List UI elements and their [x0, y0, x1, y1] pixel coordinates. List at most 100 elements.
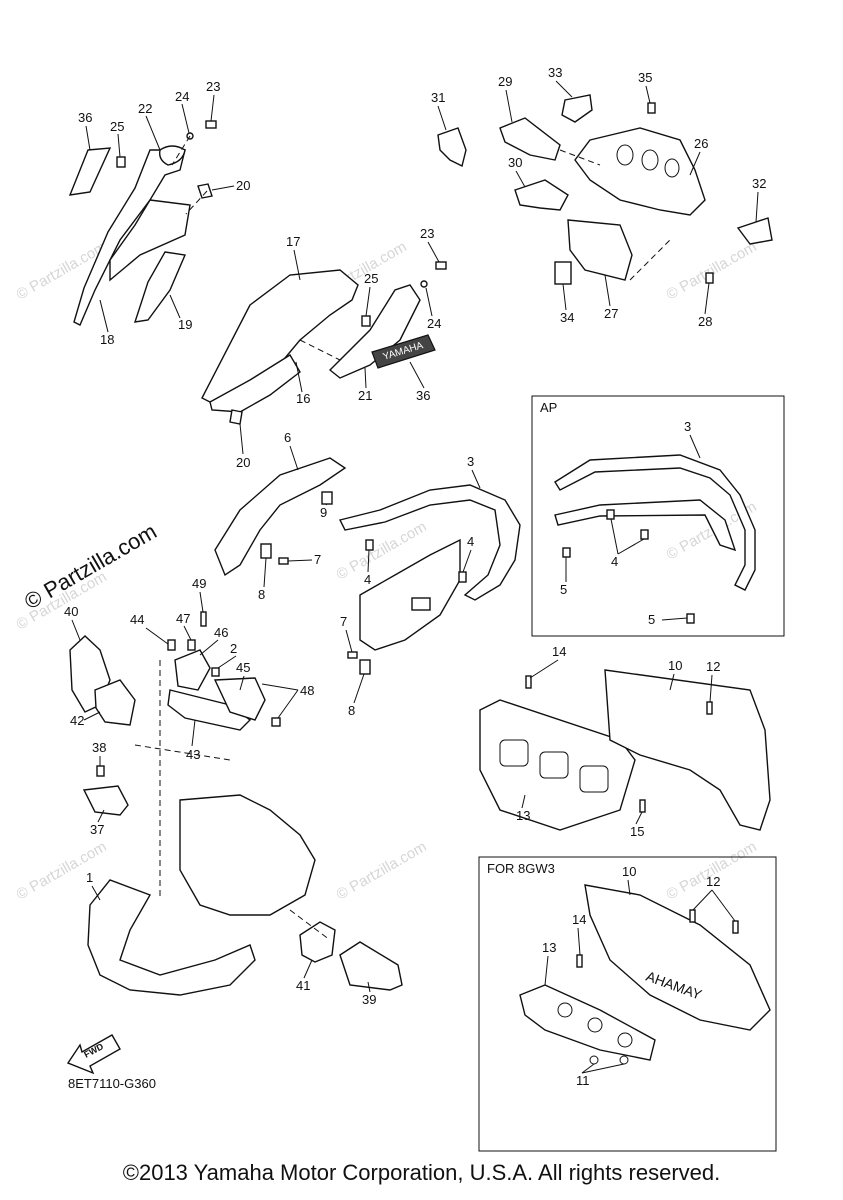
leader-line: [85, 125, 91, 151]
bolt-part-48: [271, 717, 281, 727]
leader-line: [529, 659, 559, 679]
callout-9: 9: [320, 505, 327, 520]
rivet-part-15: [639, 799, 646, 813]
callout-36: 36: [78, 110, 92, 125]
callout-24: 24: [175, 89, 189, 104]
screw-part-49: [200, 611, 207, 627]
leader-line: [669, 673, 675, 691]
shroud-part-18: [73, 149, 186, 326]
watermark-text: © Partzilla.com: [14, 838, 110, 903]
flap-part-10: [604, 669, 771, 831]
callout-30: 30: [508, 155, 522, 170]
callout-8: 8: [348, 703, 355, 718]
callout-20: 20: [236, 455, 250, 470]
leader-line: [577, 927, 581, 956]
shroud-part-21: [328, 284, 421, 379]
panel-part-right: [359, 538, 461, 651]
leader-line: [645, 85, 651, 104]
callout-10: 10: [668, 658, 682, 673]
callout-16: 16: [296, 391, 310, 406]
shroud-part-16: [209, 354, 301, 413]
leader-line: [617, 538, 645, 555]
callout-26: 26: [694, 136, 708, 151]
bolt-part-7: [347, 651, 358, 659]
rivet-part-14: [576, 954, 583, 968]
bracket-part-37: [82, 785, 129, 816]
panel-cutout: [499, 739, 529, 767]
panel-hole: [557, 1002, 573, 1018]
screw-part-35: [647, 102, 656, 114]
assembly-line: [185, 190, 208, 215]
screw-part-28: [705, 272, 714, 284]
callout-12: 12: [706, 874, 720, 889]
leader-line: [287, 559, 313, 562]
leader-line: [704, 282, 710, 315]
ap-label: AP: [540, 400, 557, 415]
leader-line: [99, 299, 109, 333]
callout-41: 41: [296, 978, 310, 993]
callout-3: 3: [684, 419, 691, 434]
assembly-line: [559, 149, 601, 166]
leader-line: [544, 955, 549, 986]
bolt-part-38: [96, 765, 105, 777]
bolt-part-23: [205, 120, 217, 129]
handle-bar-part-3: [338, 484, 521, 601]
leader-line: [199, 591, 204, 613]
panel-cutout: [539, 751, 569, 779]
callout-2: 2: [230, 641, 237, 656]
handle-bar-ap-lower: [554, 499, 737, 552]
leader-line: [604, 274, 611, 307]
bolt-part-23: [435, 261, 447, 270]
callout-23: 23: [420, 226, 434, 241]
leader-line: [97, 809, 105, 823]
washer-part-24: [420, 280, 428, 288]
callout-21: 21: [358, 388, 372, 403]
callout-4: 4: [611, 554, 618, 569]
callout-47: 47: [176, 611, 190, 626]
leader-line: [627, 879, 631, 896]
leader-line: [462, 549, 472, 573]
callout-20: 20: [236, 178, 250, 193]
bracket-part-46: [174, 649, 211, 691]
bolt-part-44: [167, 639, 176, 651]
leader-line: [263, 557, 267, 588]
callout-25: 25: [364, 271, 378, 286]
bolt-part-4: [458, 571, 467, 583]
callout-27: 27: [604, 306, 618, 321]
callout-14: 14: [572, 912, 586, 927]
leader-line: [169, 294, 181, 319]
shroud-side-panel: [109, 199, 191, 282]
callout-1: 1: [86, 870, 93, 885]
tube-part-39: [339, 941, 403, 991]
leader-line: [289, 445, 299, 471]
front-bracket-group: [69, 611, 403, 996]
bracket-part-8: [359, 659, 371, 675]
panel-hole: [617, 1032, 633, 1048]
screw-part-20: [229, 409, 243, 425]
callout-11: 11: [576, 1073, 590, 1088]
leader-line: [83, 711, 101, 721]
leader-line: [183, 625, 192, 641]
nut-part-2: [211, 667, 220, 677]
center-frame-group: [214, 457, 521, 675]
rivet-part-12: [689, 909, 696, 923]
leader-line: [425, 287, 433, 317]
bracket-part-45: [213, 677, 266, 721]
callout-34: 34: [560, 310, 574, 325]
decal-part-36: [68, 147, 112, 196]
for-8gw3-inset-box: FOR 8GW3 AHAMAY: [478, 856, 777, 1152]
rivet-part-14: [525, 675, 532, 689]
leader-line: [555, 80, 573, 98]
handle-bar-ap-part-3: [554, 454, 756, 591]
leader-line: [211, 185, 235, 191]
assembly-line: [171, 135, 191, 166]
copyright-notice: ©2013 Yamaha Motor Corporation, U.S.A. A…: [122, 1160, 721, 1185]
callout-7: 7: [314, 552, 321, 567]
screw-part-20: [197, 183, 213, 199]
leader-line: [515, 170, 526, 188]
callout-3: 3: [467, 454, 474, 469]
callout-36: 36: [416, 388, 430, 403]
callout-39: 39: [362, 992, 376, 1007]
bolt-part-4: [606, 509, 615, 520]
leader-line: [367, 981, 371, 993]
